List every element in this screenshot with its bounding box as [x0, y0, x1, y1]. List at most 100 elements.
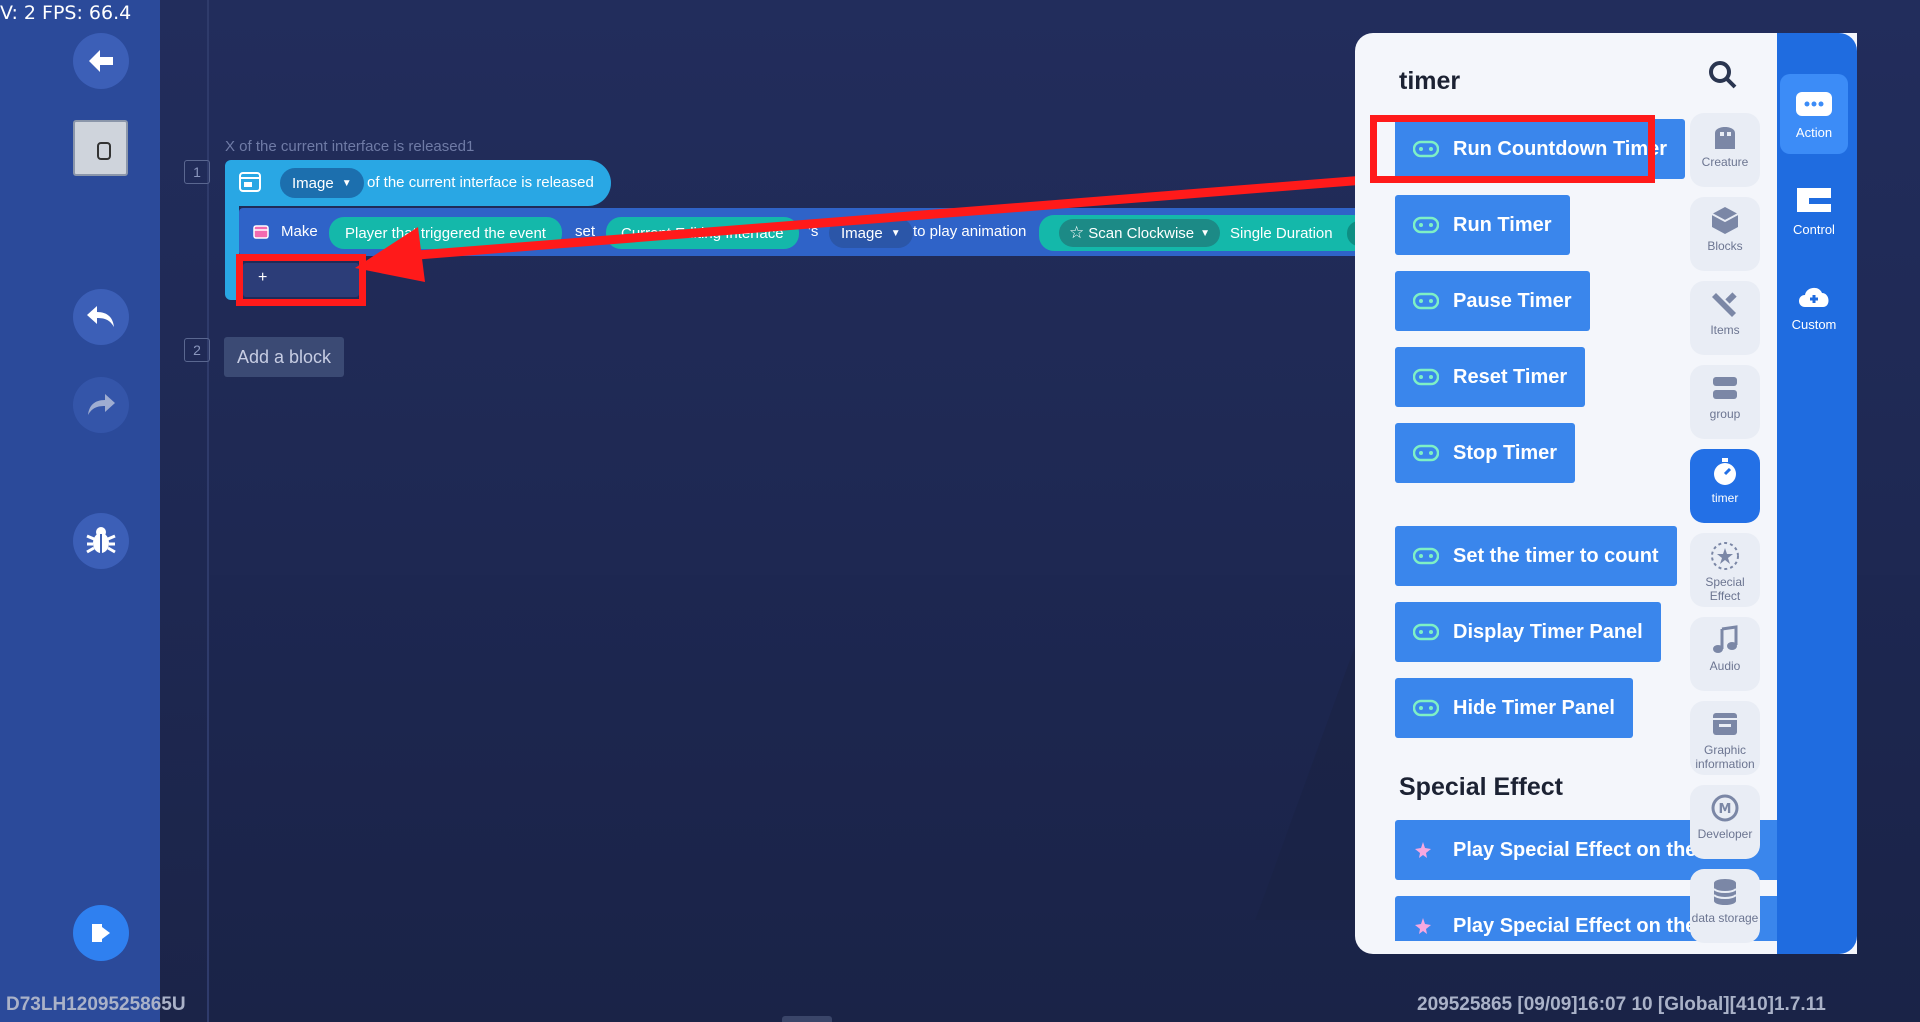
debug-button[interactable]	[73, 513, 129, 569]
command-display-timer-panel[interactable]: Display Timer Panel	[1395, 602, 1661, 662]
category-graphic-information[interactable]: Graphic information	[1690, 701, 1760, 775]
command-label: Hide Timer Panel	[1453, 696, 1615, 719]
tab-label: Custom	[1791, 316, 1837, 332]
event-block[interactable]: Image ▼ of the current interface is rele…	[225, 160, 611, 206]
scene-thumbnail[interactable]	[73, 120, 128, 176]
back-button[interactable]	[73, 33, 129, 89]
category-audio[interactable]: Audio	[1690, 617, 1760, 691]
chevron-down-icon: ▼	[890, 227, 901, 239]
command-label: Run Countdown Timer	[1453, 137, 1668, 160]
gamepad-icon	[1413, 368, 1439, 386]
tab-control[interactable]: Control	[1780, 170, 1848, 250]
gamepad-icon	[1413, 444, 1439, 462]
category-label: Graphic information	[1695, 743, 1755, 771]
tab-label: Action	[1795, 124, 1833, 140]
category-label: timer	[1711, 491, 1739, 505]
action-icon	[1796, 91, 1832, 116]
set-label: set	[575, 223, 596, 240]
interface-small-icon	[253, 225, 269, 239]
category-creature[interactable]: Creature	[1690, 113, 1760, 187]
gamepad-icon	[1413, 140, 1439, 158]
add-block-button[interactable]: Add a block	[224, 337, 344, 377]
command-label: Run Timer	[1453, 213, 1552, 236]
control-icon	[1797, 187, 1831, 212]
event-object-dropdown[interactable]: Image ▼	[280, 168, 364, 198]
gamepad-icon	[1413, 623, 1439, 641]
command-play-special-effect-location[interactable]: Play Special Effect on the lo	[1395, 820, 1810, 880]
category-label: Creature	[1701, 155, 1749, 169]
group-icon	[1713, 377, 1737, 399]
tab-custom[interactable]: Custom	[1780, 266, 1848, 346]
event-stem	[225, 200, 239, 300]
add-action-slot[interactable]: +	[243, 263, 359, 297]
command-label: Display Timer Panel	[1453, 620, 1643, 643]
command-set-timer-count[interactable]: Set the timer to count	[1395, 526, 1677, 586]
bottom-handle[interactable]	[782, 1016, 832, 1022]
tab-label: Control	[1793, 221, 1835, 237]
category-timer[interactable]: timer	[1690, 449, 1760, 523]
animation-dropdown[interactable]: ☆ Scan Clockwise ▼	[1059, 219, 1221, 247]
creature-icon	[1715, 127, 1735, 149]
graphic-icon	[1713, 713, 1737, 735]
block-palette-panel: timer Run Countdown Timer Run Timer Paus…	[1355, 33, 1857, 954]
make-label: Make	[281, 223, 318, 240]
event-caption: X of the current interface is released1	[225, 138, 475, 155]
cloud-plus-icon	[1799, 287, 1829, 307]
section-title-timer: timer	[1399, 67, 1461, 95]
command-label: Play Special Effect on the lo	[1453, 838, 1720, 861]
search-button[interactable]	[1708, 60, 1738, 95]
script-gutter-line	[207, 0, 209, 1022]
play-animation-label: to play animation	[913, 223, 1027, 240]
bug-icon	[86, 527, 116, 554]
command-pause-timer[interactable]: Pause Timer	[1395, 271, 1590, 331]
category-developer[interactable]: M Developer	[1690, 785, 1760, 859]
command-stop-timer[interactable]: Stop Timer	[1395, 423, 1576, 483]
command-hide-timer-panel[interactable]: Hide Timer Panel	[1395, 678, 1633, 738]
blocks-icon	[1711, 207, 1739, 234]
sparkle-icon	[1415, 918, 1431, 934]
fps-counter: V: 2 FPS: 66.4	[0, 2, 132, 24]
category-label: Blocks	[1707, 239, 1743, 253]
command-label: Play Special Effect on the p	[1453, 914, 1715, 937]
command-reset-timer[interactable]: Reset Timer	[1395, 347, 1586, 407]
animation-label: Scan Clockwise	[1088, 224, 1195, 242]
category-label: Special Effect	[1705, 575, 1745, 603]
audio-icon	[1713, 625, 1738, 653]
redo-icon	[88, 394, 115, 415]
gamepad-icon	[1413, 547, 1439, 565]
category-label: Items	[1710, 323, 1740, 337]
category-special-effect[interactable]: Special Effect	[1690, 533, 1760, 607]
animation-parameter[interactable]: ☆ Scan Clockwise ▼ Single Duration 5	[1039, 215, 1371, 251]
interface-icon	[239, 172, 261, 192]
special-effect-icon	[1711, 542, 1739, 570]
action-block[interactable]: Make Player that triggered the event set…	[239, 208, 1371, 256]
possessive-label: 's	[808, 223, 819, 240]
run-button[interactable]	[73, 905, 129, 961]
line-number-2: 2	[184, 338, 210, 362]
command-run-countdown-timer[interactable]: Run Countdown Timer	[1395, 119, 1686, 179]
category-blocks[interactable]: Blocks	[1690, 197, 1760, 271]
items-icon	[1712, 292, 1737, 317]
block-type-tabs	[1777, 33, 1857, 954]
image-label: Image	[841, 224, 883, 242]
command-run-timer[interactable]: Run Timer	[1395, 195, 1570, 255]
gamepad-icon	[1413, 216, 1439, 234]
category-data-storage[interactable]: data storage	[1690, 869, 1760, 943]
chevron-down-icon: ▼	[1200, 227, 1211, 239]
command-label: Pause Timer	[1453, 289, 1572, 312]
sparkle-icon	[1415, 842, 1431, 858]
command-label: Reset Timer	[1453, 365, 1568, 388]
block-list[interactable]: timer Run Countdown Timer Run Timer Paus…	[1375, 33, 1810, 941]
gamepad-icon	[1413, 699, 1439, 717]
category-group[interactable]: group	[1690, 365, 1760, 439]
category-items[interactable]: Items	[1690, 281, 1760, 355]
tab-action[interactable]: Action	[1780, 74, 1848, 154]
redo-button[interactable]	[73, 377, 129, 433]
undo-button[interactable]	[73, 289, 129, 345]
event-object-label: Image	[292, 174, 334, 192]
category-label: data storage	[1691, 911, 1759, 925]
player-selector[interactable]: Player that triggered the event	[329, 217, 562, 249]
data-storage-icon	[1713, 879, 1737, 905]
highlight-drop-target	[236, 254, 366, 306]
